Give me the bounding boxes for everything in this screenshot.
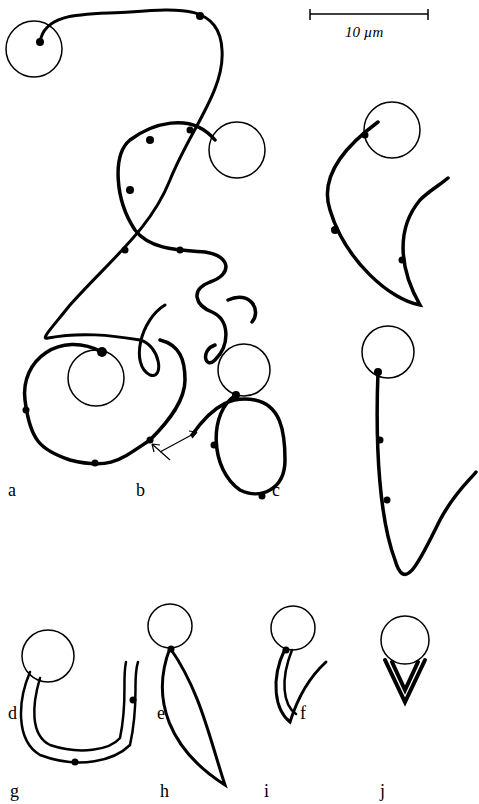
- nucleolus: [6, 21, 62, 77]
- chromosome-strand: [327, 122, 448, 305]
- panel-letter: g: [10, 781, 19, 801]
- nucleolus: [362, 326, 414, 378]
- chromosome-strand: [192, 395, 285, 494]
- nucleolus: [68, 350, 124, 406]
- panel-letter: b: [136, 480, 145, 500]
- chromosome-strand: [377, 372, 476, 574]
- panel-letter: c: [272, 480, 280, 500]
- panel-letter: d: [8, 703, 17, 723]
- panel-letter: e: [157, 703, 165, 723]
- chromosome-strand: [276, 649, 326, 722]
- pointer-arrow: [160, 431, 197, 452]
- panel-letter: f: [300, 703, 306, 723]
- panel-letter: h: [160, 781, 169, 801]
- nucleolus: [148, 604, 192, 648]
- panel-letter: a: [8, 480, 16, 500]
- chromosome-strand: [25, 340, 185, 464]
- panel-letter: i: [264, 781, 269, 801]
- chromosome-strand: [162, 648, 225, 785]
- scale-bar: [310, 9, 428, 20]
- chromosome-strand: [34, 662, 126, 750]
- nucleolus: [364, 102, 420, 158]
- chromosome-strand: [284, 650, 296, 714]
- scale-label: 10 µm: [345, 22, 383, 42]
- nucleolus: [218, 344, 270, 396]
- nucleolus: [209, 122, 265, 178]
- chromosome-strand: [385, 660, 425, 702]
- chromosome-strand: [40, 10, 222, 376]
- chromosome-strand: [21, 662, 138, 762]
- chromosome-strand: [228, 297, 256, 322]
- nucleolus: [271, 606, 315, 650]
- panel-letter: j: [380, 781, 385, 801]
- chromosome-strand: [118, 123, 226, 363]
- nucleolus: [381, 616, 429, 664]
